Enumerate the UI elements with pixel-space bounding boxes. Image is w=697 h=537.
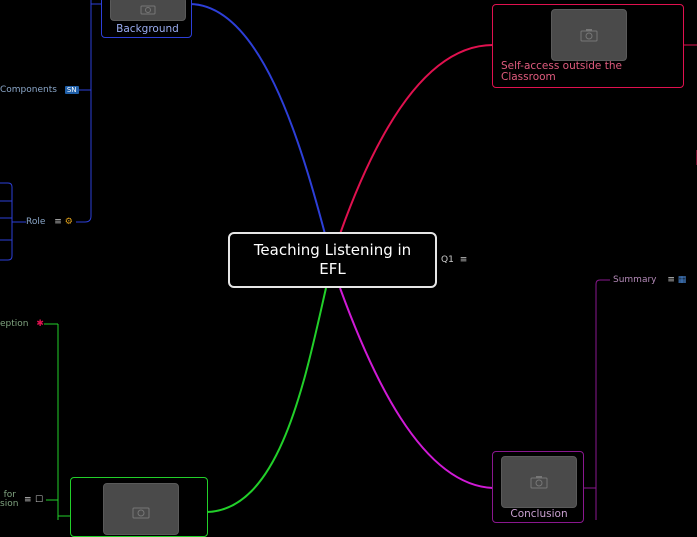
role-node[interactable]: Role ≡ ⚙ (26, 217, 73, 227)
background-node[interactable]: Background (101, 0, 192, 38)
purple-trunk (584, 279, 610, 520)
camera-icon (580, 29, 598, 42)
sn-badge: SN (64, 86, 79, 94)
green-trunk (44, 323, 70, 520)
central-topic[interactable]: Teaching Listening in EFL (228, 232, 437, 288)
conclusion-node[interactable]: Conclusion (492, 451, 584, 523)
people-icon: ✱ (36, 319, 44, 329)
camera-icon (132, 507, 150, 519)
components-node[interactable]: Components SN (0, 85, 79, 95)
sion-label: sion (0, 499, 19, 509)
for-sion-node[interactable]: for sion (0, 490, 19, 509)
eption-label: eption (0, 319, 29, 329)
camera-icon (140, 5, 156, 15)
role-label: Role (26, 217, 46, 227)
q1-text: Q1 (441, 255, 454, 265)
notes-icon: ≡ (667, 275, 675, 285)
notes-icon: ≡ (459, 255, 468, 265)
self-access-label: Self-access outside the Classroom (501, 60, 622, 83)
camera-icon (530, 476, 548, 489)
background-image (110, 0, 186, 21)
notes-icon: ≡ (54, 217, 62, 227)
branch-green (206, 287, 327, 513)
summary-node[interactable]: Summary ≡ ▦ (613, 275, 686, 285)
summary-label: Summary (613, 275, 657, 285)
red-right-edge (684, 44, 697, 165)
background-label: Background (116, 23, 179, 35)
branch-self-access (339, 44, 494, 235)
green-node[interactable] (70, 477, 208, 537)
blue-trunk (76, 0, 92, 223)
self-access-image (551, 9, 627, 61)
notes-icon: ≡ (24, 495, 32, 505)
green-node-image (103, 483, 179, 535)
central-topic-title: Teaching Listening in EFL (253, 241, 412, 278)
components-label: Components (0, 85, 57, 95)
gear-icon: ⚙ (64, 217, 73, 227)
branch-lines (0, 0, 697, 520)
self-access-node[interactable]: Self-access outside the Classroom (492, 4, 684, 88)
branch-conclusion (339, 287, 494, 489)
branch-background (189, 3, 326, 235)
role-children (0, 182, 26, 261)
conclusion-label: Conclusion (510, 508, 568, 520)
grid-icon: ▦ (677, 275, 687, 285)
for-label: for (3, 490, 16, 500)
conclusion-image (501, 456, 577, 508)
q1-label[interactable]: Q1 ≡ (441, 255, 467, 265)
checkbox-icon: ☐ (35, 495, 44, 505)
eption-node[interactable]: eption ✱ (0, 319, 44, 329)
